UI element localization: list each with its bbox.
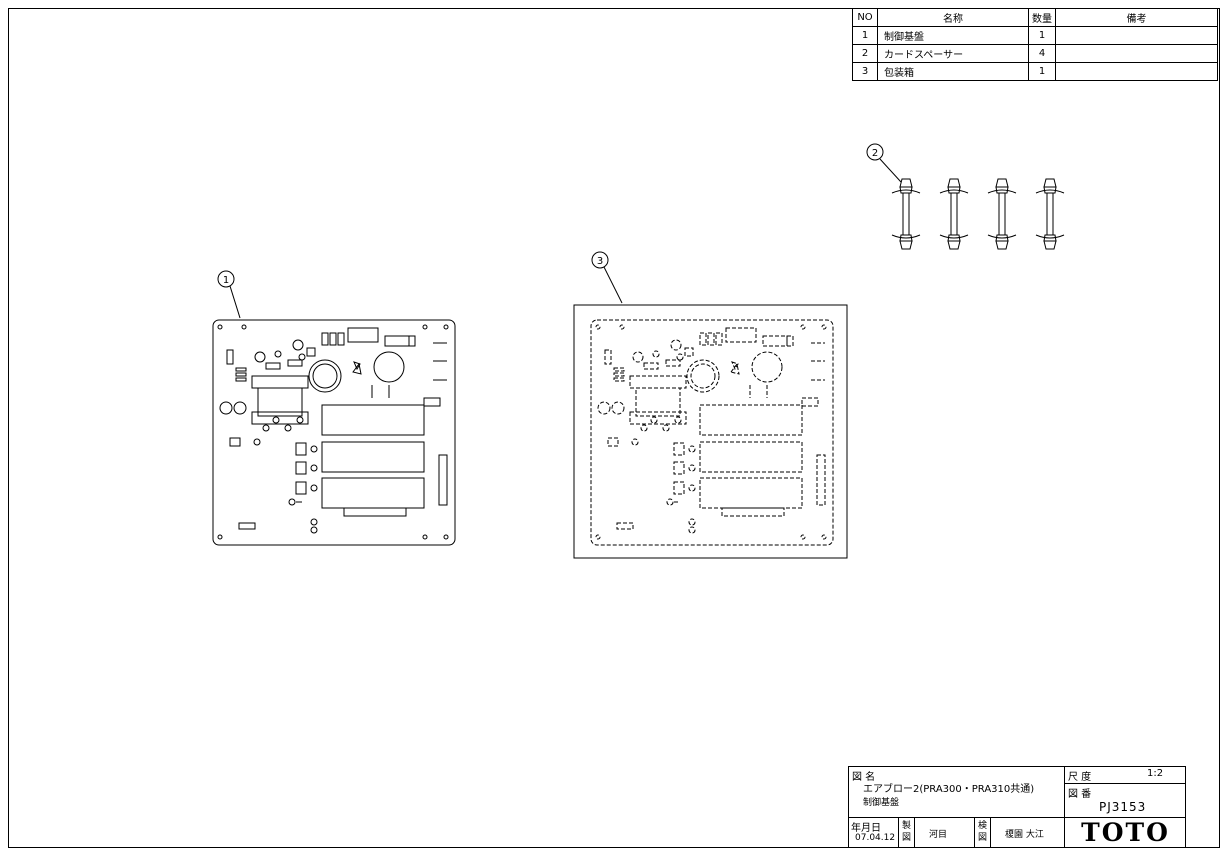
table-row: 2 カードスペーサー 4	[852, 44, 1218, 63]
card-spacer-drawing	[939, 178, 969, 250]
parts-list-table: NO 名称 数量 備考 1 制御基盤 1 2 カードスペーサー 4 3 包装箱 …	[852, 8, 1218, 81]
control-board-drawing	[212, 319, 456, 546]
callout-2-label: 2	[872, 148, 878, 159]
scale-cell: 尺 度 1:2	[1065, 767, 1186, 784]
drawing-number: PJ3153	[1099, 800, 1147, 814]
card-spacer-drawing	[891, 178, 921, 250]
drafted-label: 製図	[899, 818, 915, 848]
checked-by: 榎園 大江	[991, 818, 1065, 848]
table-row: 1 制御基盤 1	[852, 26, 1218, 45]
packing-box-outline	[573, 304, 848, 559]
card-spacer-drawing	[987, 178, 1017, 250]
date-label: 年月日	[851, 823, 881, 834]
card-spacer-drawing	[1035, 178, 1065, 250]
callout-1-circle	[217, 270, 235, 288]
callout-2-leader	[879, 158, 902, 183]
drafted-by: 河目	[915, 818, 975, 848]
scale-label: 尺 度	[1068, 772, 1092, 783]
drawing-frame	[8, 8, 1220, 848]
callout-2-circle	[866, 143, 884, 161]
checked-label: 検図	[975, 818, 991, 848]
callout-1-label: 1	[223, 275, 229, 286]
scale-value: 1:2	[1147, 768, 1164, 779]
title-block: 図 名 エアブロー2(PRA300・PRA310共通) 制御基盤 尺 度 1:2…	[848, 766, 1186, 848]
drawing-name-line2: 制御基盤	[863, 798, 900, 808]
callout-3-leader	[603, 266, 623, 304]
toto-logo: TOTO	[1081, 818, 1170, 847]
date-value: 07.04.12	[855, 833, 896, 843]
callout-3-label: 3	[597, 256, 603, 267]
callout-3-circle	[591, 251, 609, 269]
boxed-board-drawing	[590, 319, 834, 546]
table-row: 3 包装箱 1	[852, 62, 1218, 81]
callout-1-leader	[229, 285, 241, 319]
row-remarks	[1055, 62, 1218, 81]
drawing-number-label: 図 番	[1068, 789, 1092, 800]
drawing-name-line1: エアブロー2(PRA300・PRA310共通)	[863, 784, 1035, 795]
drawing-number-cell: 図 番 PJ3153	[1065, 784, 1186, 818]
drawing-name-label: 図 名	[852, 772, 876, 783]
date-cell: 年月日 07.04.12	[849, 818, 899, 848]
drawing-name-cell: 図 名 エアブロー2(PRA300・PRA310共通) 制御基盤	[849, 767, 1065, 818]
